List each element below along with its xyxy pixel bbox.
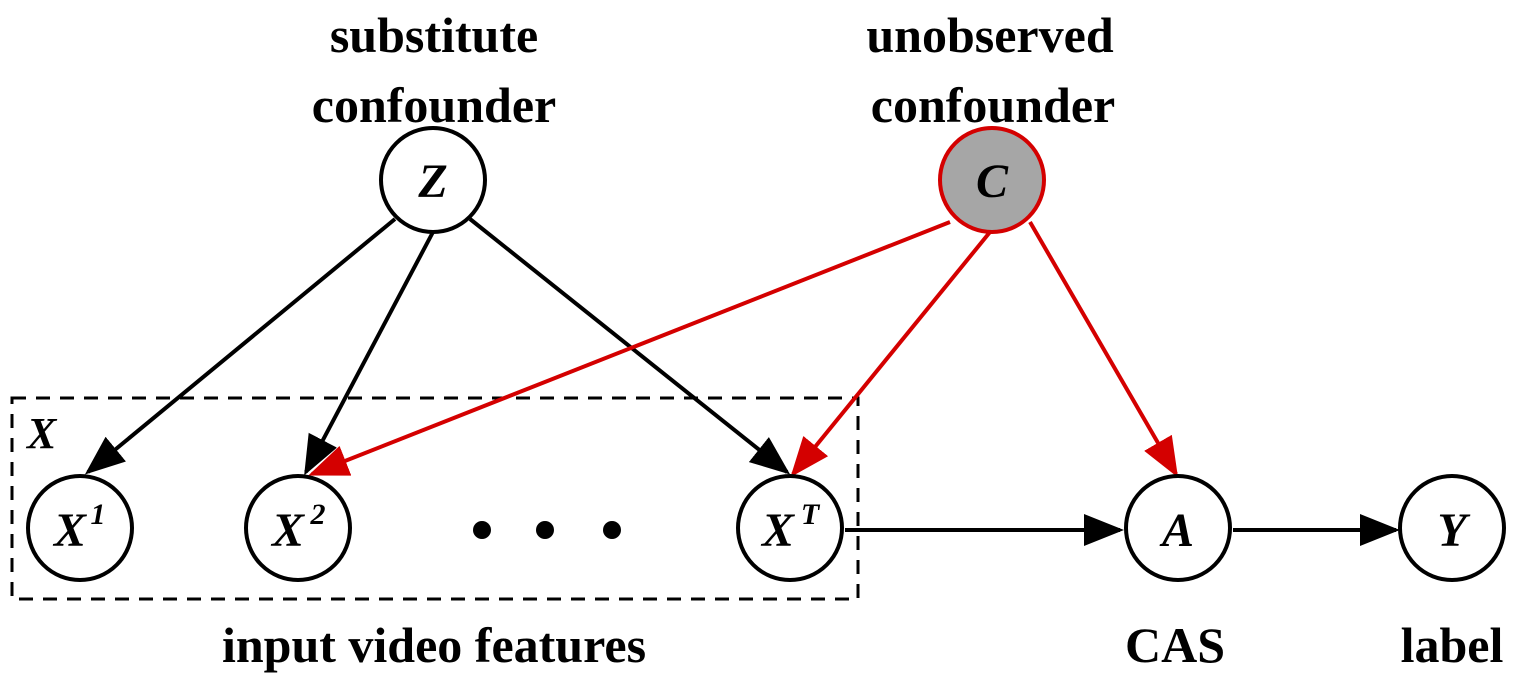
- node-xt-base: X: [760, 504, 795, 557]
- edge-c-to-x2: [308, 220, 951, 476]
- substitute-caption-line2: confounder: [312, 77, 556, 133]
- node-z: Z: [379, 126, 487, 234]
- edge-z-to-xt: [468, 217, 791, 475]
- node-x1-base: X: [52, 504, 87, 557]
- node-xt: X T: [736, 474, 844, 582]
- unobserved-caption-line2: confounder: [871, 77, 1115, 133]
- edge-c-to-a: [1028, 220, 1179, 478]
- node-x2-sup: 2: [310, 498, 326, 531]
- node-x1-sup: 1: [91, 498, 106, 531]
- node-x2: X 2: [244, 474, 352, 582]
- ellipsis-dots: [473, 521, 621, 539]
- input-features-group-box: [10, 396, 860, 601]
- node-x2-base: X: [270, 504, 305, 557]
- node-a: A: [1124, 474, 1232, 582]
- ellipsis-dot-2: [536, 521, 554, 539]
- node-z-label: Z: [417, 155, 447, 208]
- ellipsis-dot-3: [603, 521, 621, 539]
- group-label-x: X: [25, 409, 58, 458]
- node-a-label: A: [1159, 504, 1194, 557]
- unobserved-caption-line1: unobserved: [866, 7, 1113, 63]
- cas-caption: CAS: [1125, 617, 1225, 673]
- edge-z-to-x2: [304, 231, 435, 476]
- node-x1: X 1: [26, 474, 134, 582]
- edge-c-to-xt: [790, 230, 992, 478]
- substitute-caption-line1: substitute: [330, 7, 538, 63]
- node-y: Y: [1398, 474, 1506, 582]
- node-xt-sup: T: [801, 498, 821, 531]
- ellipsis-dot-1: [473, 521, 491, 539]
- node-y-label: Y: [1437, 504, 1470, 557]
- label-caption: label: [1401, 617, 1504, 673]
- input-features-caption: input video features: [222, 617, 646, 673]
- node-c: C: [938, 126, 1046, 234]
- node-c-label: C: [976, 155, 1009, 208]
- edge-z-to-x1: [84, 217, 397, 475]
